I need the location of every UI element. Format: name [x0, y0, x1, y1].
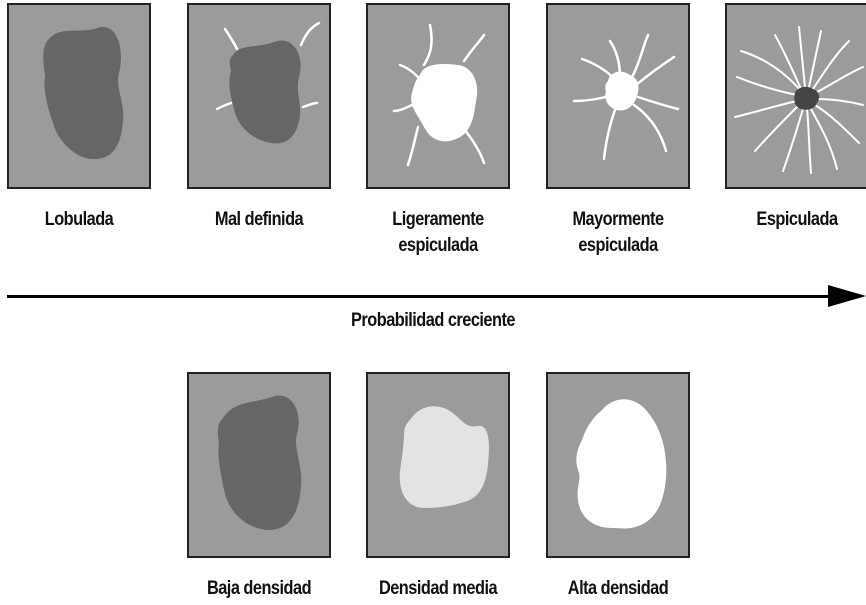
high-density-mass-illustration — [548, 374, 688, 556]
panel-baja-densidad — [187, 372, 331, 558]
ill-defined-mass-illustration — [189, 5, 329, 187]
probability-arrow-line — [7, 295, 835, 298]
panel-densidad-media — [366, 372, 510, 558]
panel-espiculada — [725, 3, 866, 189]
spiculated-mass-illustration — [727, 5, 866, 187]
panel-mayormente-espiculada — [546, 3, 690, 189]
label-line: Ligeramente — [367, 207, 508, 233]
medium-density-mass-illustration — [368, 374, 508, 556]
label-line: espiculada — [547, 233, 688, 259]
label-line: Alta densidad — [547, 576, 688, 602]
label-line: Lobulada — [8, 207, 149, 233]
panel-mal-definida — [187, 3, 331, 189]
label-lobulada: Lobulada — [8, 207, 149, 233]
mostly-spiculated-mass-illustration — [548, 5, 688, 187]
label-line: Mal definida — [188, 207, 329, 233]
arrow-caption: Probabilidad creciente — [261, 310, 605, 332]
label-ligeramente-espiculada: Ligeramente espiculada — [367, 207, 508, 259]
label-line: Mayormente — [547, 207, 688, 233]
lobulated-mass-illustration — [9, 5, 149, 187]
label-mayormente-espiculada: Mayormente espiculada — [547, 207, 688, 259]
label-line: espiculada — [367, 233, 508, 259]
label-baja-densidad: Baja densidad — [188, 576, 329, 602]
label-alta-densidad: Alta densidad — [547, 576, 688, 602]
label-line: Densidad media — [367, 576, 508, 602]
label-line: Baja densidad — [188, 576, 329, 602]
label-mal-definida: Mal definida — [188, 207, 329, 233]
low-density-mass-illustration — [189, 374, 329, 556]
slightly-spiculated-mass-illustration — [368, 5, 508, 187]
label-line: Espiculada — [726, 207, 866, 233]
arrow-head-icon — [828, 285, 866, 307]
label-espiculada: Espiculada — [726, 207, 866, 233]
panel-lobulada — [7, 3, 151, 189]
panel-alta-densidad — [546, 372, 690, 558]
panel-ligeramente-espiculada — [366, 3, 510, 189]
label-densidad-media: Densidad media — [367, 576, 508, 602]
